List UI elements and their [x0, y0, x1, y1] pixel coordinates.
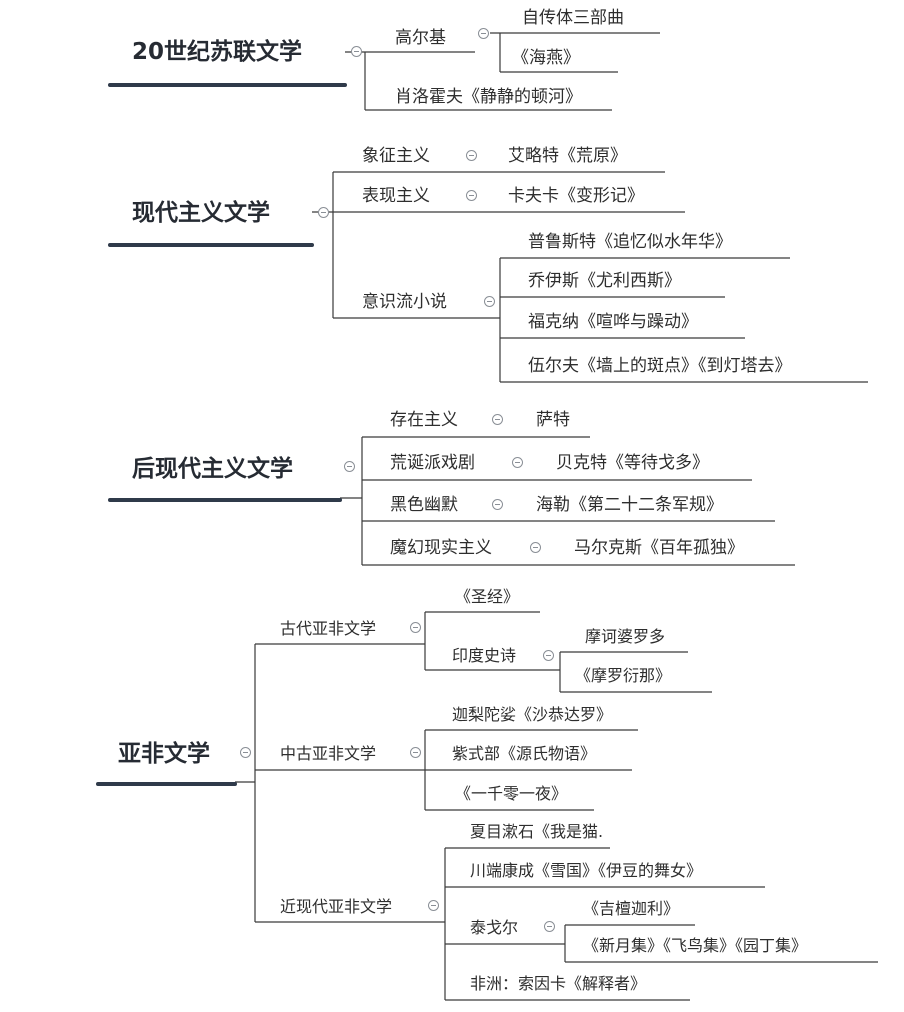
node-magic-realism[interactable]: 魔幻现实主义 [390, 538, 492, 558]
leaf-natsume[interactable]: 夏目漱石《我是猫. [470, 822, 604, 841]
node-black-humor[interactable]: 黑色幽默 [390, 495, 458, 515]
leaf-sartre[interactable]: 萨特 [536, 410, 570, 430]
collapse-minus-icon[interactable] [492, 414, 503, 425]
collapse-minus-icon[interactable] [530, 542, 541, 553]
node-gorky[interactable]: 高尔基 [395, 28, 446, 48]
root-node-postmodern-literature[interactable]: 后现代主义文学 [132, 456, 293, 482]
leaf-murasaki[interactable]: 紫式部《源氏物语》 [452, 744, 597, 763]
leaf-proust[interactable]: 普鲁斯特《追忆似水年华》 [528, 232, 732, 252]
node-stream-of-consciousness[interactable]: 意识流小说 [362, 292, 447, 312]
root-node-modernist-literature[interactable]: 现代主义文学 [132, 200, 270, 226]
leaf-beckett[interactable]: 贝克特《等待戈多》 [556, 453, 709, 473]
leaf-kafka-metamorphosis[interactable]: 卡夫卡《变形记》 [508, 186, 644, 206]
node-tagore[interactable]: 泰戈尔 [470, 918, 519, 937]
node-expressionism[interactable]: 表现主义 [362, 186, 430, 206]
leaf-faulkner[interactable]: 福克纳《喧哗与躁动》 [528, 312, 698, 332]
leaf-soyinka[interactable]: 非洲：索因卡《解释者》 [470, 974, 647, 993]
leaf-joyce[interactable]: 乔伊斯《尤利西斯》 [528, 271, 681, 291]
node-medieval-asian-african[interactable]: 中古亚非文学 [280, 744, 377, 763]
collapse-minus-icon[interactable] [428, 900, 439, 911]
collapse-minus-icon[interactable] [466, 190, 477, 201]
collapse-minus-icon[interactable] [351, 46, 362, 57]
root-node-asian-african-literature[interactable]: 亚非文学 [118, 741, 210, 767]
root-node-soviet-literature[interactable]: 20世纪苏联文学 [132, 39, 303, 65]
node-ancient-asian-african[interactable]: 古代亚非文学 [280, 619, 377, 638]
node-indian-epics[interactable]: 印度史诗 [452, 646, 517, 665]
leaf-arabian-nights[interactable]: 《一千零一夜》 [455, 784, 568, 803]
collapse-minus-icon[interactable] [466, 150, 477, 161]
collapse-minus-icon[interactable] [543, 650, 554, 661]
collapse-minus-icon[interactable] [512, 457, 523, 468]
collapse-minus-icon[interactable] [544, 921, 555, 932]
collapse-minus-icon[interactable] [484, 296, 495, 307]
collapse-minus-icon[interactable] [240, 747, 251, 758]
node-existentialism[interactable]: 存在主义 [390, 410, 458, 430]
collapse-minus-icon[interactable] [410, 747, 421, 758]
collapse-minus-icon[interactable] [492, 499, 503, 510]
node-theatre-of-absurd[interactable]: 荒诞派戏剧 [390, 453, 475, 473]
leaf-petrel[interactable]: 《海燕》 [512, 48, 580, 68]
node-symbolism[interactable]: 象征主义 [362, 146, 430, 166]
node-sholokhov[interactable]: 肖洛霍夫《静静的顿河》 [395, 87, 582, 107]
leaf-eliot-waste-land[interactable]: 艾略特《荒原》 [508, 146, 627, 166]
collapse-minus-icon[interactable] [478, 28, 489, 39]
leaf-bible[interactable]: 《圣经》 [455, 587, 520, 606]
leaf-kalidasa[interactable]: 迦梨陀娑《沙恭达罗》 [452, 705, 613, 724]
leaf-gitanjali[interactable]: 《吉檀迦利》 [583, 899, 680, 918]
leaf-kawabata[interactable]: 川端康成《雪国》《伊豆的舞女》 [470, 861, 703, 880]
collapse-minus-icon[interactable] [344, 461, 355, 472]
leaf-tagore-collections[interactable]: 《新月集》《飞鸟集》《园丁集》 [583, 936, 808, 955]
leaf-woolf[interactable]: 伍尔夫《墙上的斑点》《到灯塔去》 [528, 356, 792, 376]
leaf-marquez[interactable]: 马尔克斯《百年孤独》 [574, 538, 744, 558]
collapse-minus-icon[interactable] [410, 622, 421, 633]
leaf-ramayana[interactable]: 《摩罗衍那》 [575, 666, 672, 685]
leaf-mahabharata[interactable]: 摩诃婆罗多 [585, 627, 666, 646]
collapse-minus-icon[interactable] [318, 207, 329, 218]
leaf-heller[interactable]: 海勒《第二十二条军规》 [536, 495, 723, 515]
leaf-autobiography-trilogy[interactable]: 自传体三部曲 [522, 8, 624, 28]
node-modern-asian-african[interactable]: 近现代亚非文学 [280, 897, 393, 916]
